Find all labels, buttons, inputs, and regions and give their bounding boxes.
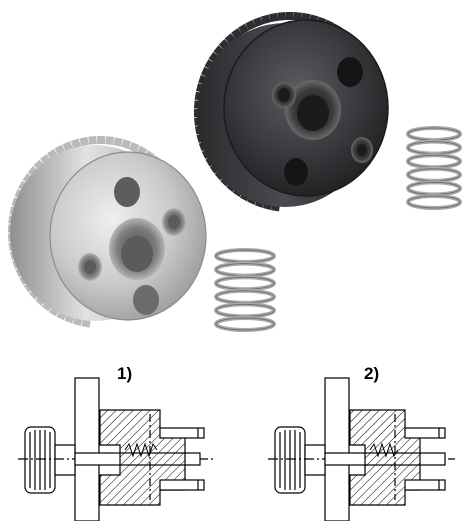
knurl-tooth	[105, 136, 114, 145]
knurl-tooth	[285, 11, 294, 21]
knurl-tooth	[79, 136, 89, 147]
compression-spring-left	[214, 248, 276, 332]
knurl-tooth	[113, 137, 123, 147]
knurl-tooth	[128, 141, 140, 153]
knurl-tooth	[293, 12, 303, 21]
light-thumb-nut	[7, 135, 207, 328]
knurl-tooth	[252, 16, 264, 28]
spring-coil	[407, 195, 461, 209]
compression-spring-right	[406, 126, 462, 210]
knurl-tooth	[238, 23, 249, 35]
knurl-tooth	[277, 12, 286, 21]
technical-drawing-1	[18, 377, 215, 522]
knurl-tooth	[88, 136, 97, 145]
knurl-tooth	[121, 139, 132, 150]
knurl-tooth	[97, 135, 106, 145]
dark-thumb-nut	[193, 11, 389, 212]
diagram-label-2: 2)	[364, 364, 380, 383]
diagram-label-1: 1)	[117, 364, 133, 383]
knurl-tooth	[245, 19, 256, 31]
knurl-tooth	[260, 14, 271, 25]
spring-coil	[215, 317, 275, 331]
technical-drawing-2	[268, 377, 455, 522]
knurl-tooth	[268, 12, 279, 23]
knurl-tooth	[70, 138, 81, 149]
